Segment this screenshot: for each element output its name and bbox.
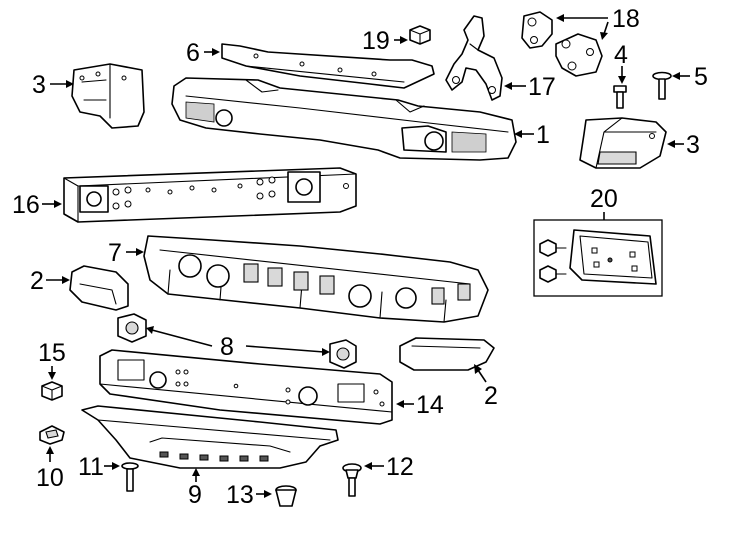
callout-20: 20 — [590, 185, 618, 213]
part-19-nut — [409, 25, 431, 45]
part-7-energy-absorber — [143, 235, 489, 323]
part-11-bolt — [121, 462, 139, 492]
part-10-clip — [39, 425, 65, 445]
callout-17: 17 — [528, 73, 556, 101]
part-3-left-bracket — [71, 63, 145, 129]
part-18-brackets — [521, 11, 603, 77]
callout-19: 19 — [362, 27, 390, 55]
callout-2-right: 2 — [484, 382, 498, 410]
callout-4: 4 — [614, 41, 628, 69]
callout-15: 15 — [38, 339, 66, 367]
callout-13: 13 — [226, 481, 254, 509]
part-14-lower-reinforcement — [99, 349, 393, 425]
part-8-grommets — [117, 313, 357, 369]
part-13-plug — [275, 485, 297, 507]
part-2-right-bezel — [399, 337, 495, 371]
callout-7: 7 — [108, 239, 122, 267]
callout-2-left: 2 — [30, 267, 44, 295]
callout-12: 12 — [386, 453, 414, 481]
part-5-bolt — [652, 71, 672, 100]
callout-6: 6 — [186, 39, 200, 67]
part-6-upper-trim-strip — [221, 43, 435, 89]
part-12-push-pin — [342, 463, 362, 497]
part-4-bolt — [613, 85, 627, 109]
part-20-plate-kit — [533, 219, 663, 297]
callout-8: 8 — [220, 333, 234, 361]
part-9-skid-plate — [81, 405, 339, 469]
part-3-right-bracket — [579, 117, 667, 169]
callout-14: 14 — [416, 391, 444, 419]
callout-5: 5 — [694, 63, 708, 91]
part-17-bracket — [445, 15, 503, 101]
part-1-front-bumper — [171, 77, 517, 161]
part-15-nut — [41, 381, 63, 401]
callout-18: 18 — [612, 5, 640, 33]
callout-numbers: 1 2 2 3 3 4 5 6 7 8 9 10 11 12 13 14 15 … — [12, 5, 708, 509]
callout-10: 10 — [36, 464, 64, 492]
callout-11: 11 — [78, 453, 104, 481]
leader-lines — [42, 14, 690, 498]
callout-3-right: 3 — [686, 131, 700, 159]
part-16-reinforcement-beam — [63, 167, 357, 223]
callout-9: 9 — [188, 481, 202, 509]
callout-16: 16 — [12, 191, 40, 219]
callout-1: 1 — [536, 121, 550, 149]
callout-3-left: 3 — [32, 71, 46, 99]
part-2-left-bezel — [69, 265, 129, 311]
